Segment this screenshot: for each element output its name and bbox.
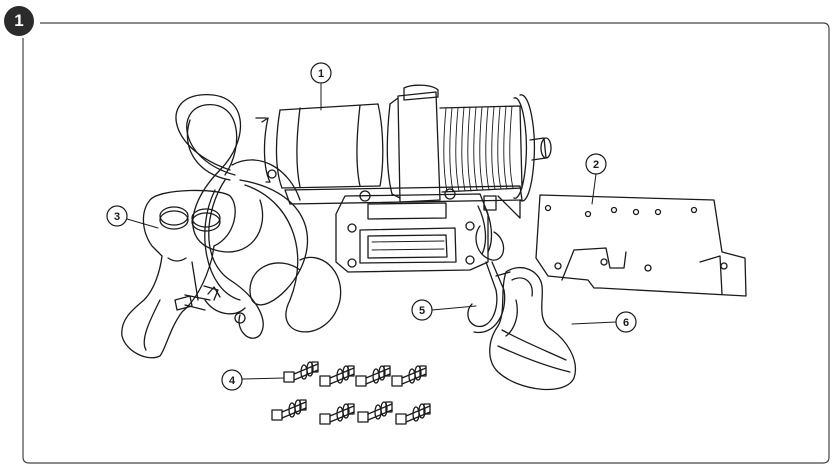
callout-3-label: 3	[114, 211, 120, 223]
bolt	[357, 401, 393, 423]
callout-2: 2	[585, 153, 607, 175]
bolt	[391, 365, 427, 387]
remote-control	[121, 189, 236, 359]
callout-4: 4	[221, 369, 243, 391]
fairlead	[335, 193, 489, 273]
winch	[255, 84, 552, 219]
bolt	[271, 399, 307, 421]
callout-6: 6	[615, 311, 637, 333]
drum-rope-wraps	[443, 105, 514, 193]
bolts	[271, 361, 431, 425]
mounting-plate	[535, 194, 747, 297]
hook-strap	[489, 267, 577, 391]
callout-3: 3	[106, 205, 128, 227]
bolt	[355, 365, 391, 387]
callout-2-label: 2	[593, 159, 599, 171]
frame-border	[22, 22, 830, 464]
callout-1: 1	[310, 62, 332, 84]
bolt	[283, 361, 319, 383]
cable-bundle	[174, 94, 342, 339]
bolt	[319, 365, 355, 387]
leader-lines	[126, 83, 617, 380]
callout-5-label: 5	[419, 305, 425, 317]
callout-5: 5	[411, 299, 433, 321]
bolt	[319, 403, 355, 425]
hook	[467, 261, 511, 334]
cable-to-hook	[475, 195, 505, 261]
callout-6-label: 6	[623, 317, 629, 329]
step-number-badge: 1	[4, 6, 34, 36]
bolt	[395, 403, 431, 425]
callout-4-label: 4	[229, 375, 236, 387]
callout-1-label: 1	[318, 68, 324, 80]
callouts: 1 2 3 4 5 6	[106, 62, 637, 391]
